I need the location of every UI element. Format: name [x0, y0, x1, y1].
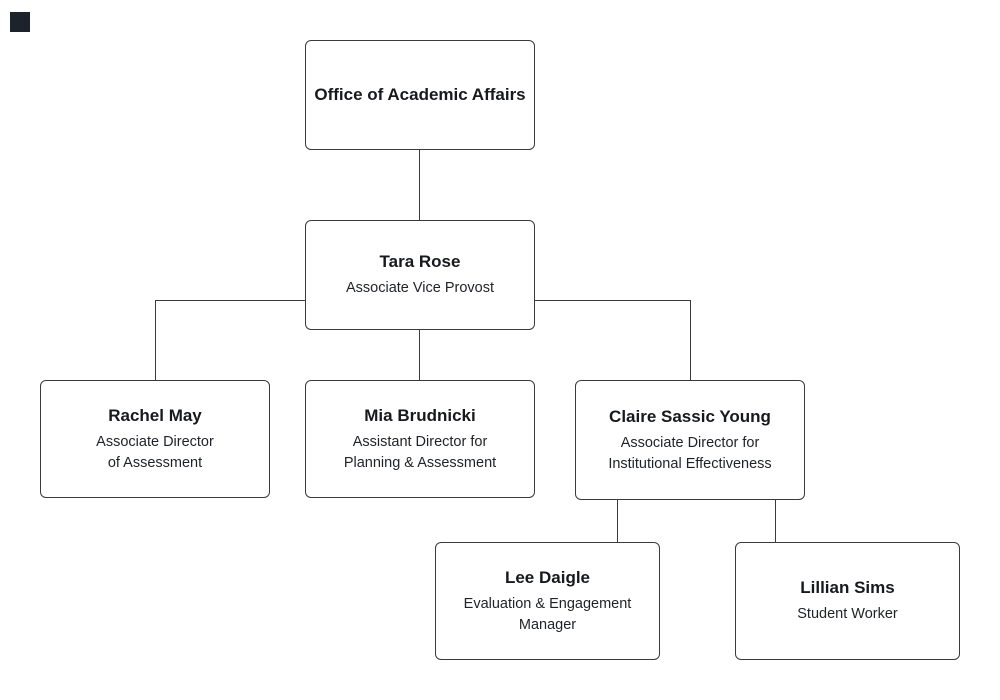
connector-office-to-tara: [419, 150, 420, 220]
node-name: Mia Brudnicki: [364, 406, 476, 426]
node-title: Assistant Director for Planning & Assess…: [343, 434, 497, 471]
connector-claire-to-lee: [617, 500, 618, 542]
node-name: Lillian Sims: [800, 578, 895, 598]
node-name: Tara Rose: [379, 252, 461, 272]
node-name: Lee Daigle: [504, 568, 591, 588]
org-node-mia-brudnicki: Mia Brudnicki Assistant Director for Pla…: [305, 380, 535, 498]
node-title: Associate Vice Provost: [345, 280, 495, 297]
org-node-lillian-sims: Lillian Sims Student Worker: [735, 542, 960, 660]
corner-mark: [10, 12, 30, 32]
node-title: Evaluation & Engagement Manager: [463, 596, 632, 633]
connector-tara-to-rachel-horiz: [155, 300, 305, 301]
org-node-rachel-may: Rachel May Associate Director of Assessm…: [40, 380, 270, 498]
connector-tara-to-claire-vert: [690, 300, 691, 380]
org-node-tara-rose: Tara Rose Associate Vice Provost: [305, 220, 535, 330]
org-node-claire-sassic-young: Claire Sassic Young Associate Director f…: [575, 380, 805, 500]
node-name: Claire Sassic Young: [609, 407, 771, 427]
node-name: Rachel May: [108, 406, 202, 426]
node-title: Student Worker: [797, 606, 898, 623]
node-name: Office of Academic Affairs: [314, 84, 526, 104]
connector-tara-to-rachel-vert: [155, 300, 156, 380]
node-title: Associate Director of Assessment: [96, 434, 214, 471]
org-node-lee-daigle: Lee Daigle Evaluation & Engagement Manag…: [435, 542, 660, 660]
org-node-office-of-academic-affairs: Office of Academic Affairs: [305, 40, 535, 150]
connector-tara-to-mia: [419, 330, 420, 380]
node-title: Associate Director for Institutional Eff…: [608, 435, 772, 472]
connector-claire-to-lillian: [775, 500, 776, 542]
connector-tara-to-claire-horiz: [535, 300, 690, 301]
